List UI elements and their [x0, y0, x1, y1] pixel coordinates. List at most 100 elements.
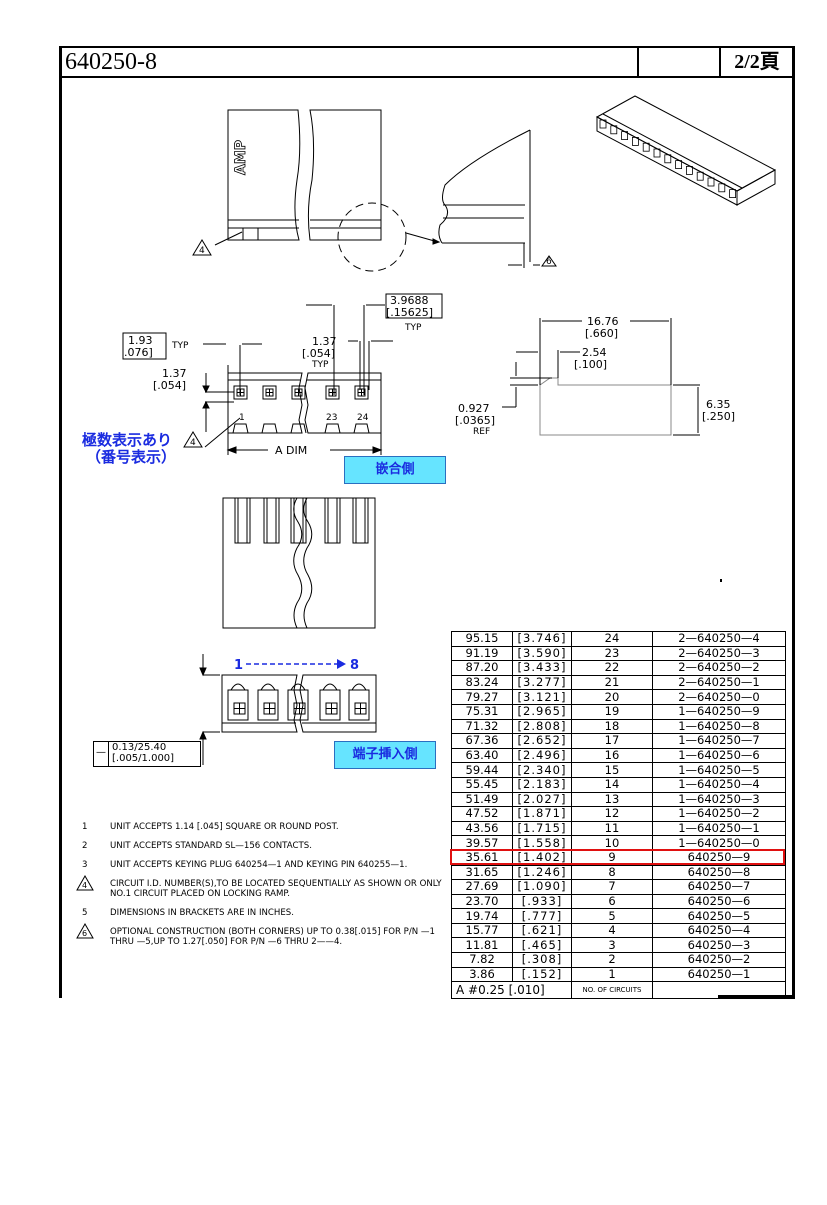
- length-mm: 16.76: [587, 315, 619, 328]
- isometric-view-drawing: [595, 95, 777, 206]
- part-number-cell: 640250—1: [652, 966, 786, 983]
- iso-cavity: [664, 154, 672, 164]
- dim-mm-cell: 71.32: [451, 718, 513, 735]
- note-text: OPTIONAL CONSTRUCTION (BOTH CORNERS) UP …: [110, 927, 435, 947]
- iso-cavity: [599, 119, 607, 129]
- frame-left-border: [59, 46, 62, 998]
- front-view-dimensions: 3.9688 [.15625] TYP 1.93 .076] TYP 1.37 …: [122, 293, 443, 457]
- circuit-count-cell: 10: [571, 835, 653, 851]
- iso-cavity: [718, 183, 726, 193]
- iso-cavity: [642, 142, 650, 152]
- note-number: 3: [82, 860, 88, 870]
- dim-inch-cell: [3.590]: [512, 645, 572, 662]
- circuit-count-cell: 15: [571, 762, 653, 778]
- title-block: 640250-8 2/2頁: [59, 46, 795, 78]
- dim-inch-cell: [2.965]: [512, 703, 572, 720]
- part-number-cell: 640250—9: [652, 849, 786, 866]
- circuit-count-cell: 9: [571, 849, 653, 866]
- flatness-tolerance-frame: — 0.13/25.40 [.005/1.000]: [93, 741, 201, 767]
- latch-tab: [290, 423, 307, 434]
- side-view-drawing: [502, 318, 700, 436]
- dim-mm-cell: 63.40: [451, 747, 513, 764]
- dim-inch-cell: [3.433]: [512, 660, 572, 676]
- circuit-count-cell: 1: [571, 966, 653, 983]
- part-number-cell: 1—640250—0: [652, 835, 786, 851]
- note-number: 1: [82, 822, 88, 832]
- part-number-cell: 640250—4: [652, 922, 786, 939]
- dim-inch-cell: [1.090]: [512, 879, 572, 895]
- circuit-label-24: 24: [357, 413, 369, 423]
- insert-cavity: [348, 689, 370, 721]
- circuit-count-cell: 7: [571, 879, 653, 895]
- latch-tab: [324, 423, 341, 434]
- circuit-number-label-line2: （番号表示）: [86, 448, 177, 466]
- dim-mm-cell: 35.61: [451, 849, 513, 866]
- note-ref-4-front: 4: [190, 438, 196, 448]
- dim-mm-cell: 7.82: [451, 952, 513, 968]
- sequence-end: 8: [350, 658, 359, 673]
- dim-inch-cell: [1.715]: [512, 820, 572, 837]
- dim-inch-cell: [.465]: [512, 937, 572, 954]
- frame-right-border: [792, 46, 795, 998]
- part-number-cell: 1—640250—2: [652, 806, 786, 822]
- part-number-cell: 640250—7: [652, 879, 786, 895]
- dim-inch-cell: [3.121]: [512, 689, 572, 705]
- circuit-label-23: 23: [326, 413, 337, 423]
- top-view-drawing: 4 6: [192, 109, 557, 272]
- circuit-count-cell: 2: [571, 952, 653, 968]
- dim-mm-cell: 47.52: [451, 806, 513, 822]
- mating-side-label: 嵌合側: [344, 456, 446, 484]
- sequence-start: 1: [234, 658, 243, 673]
- dim-mm-cell: 39.57: [451, 835, 513, 851]
- height-mm: 6.35: [706, 398, 731, 411]
- circuit-count-cell: 4: [571, 922, 653, 939]
- a-dim-label: A DIM: [275, 444, 307, 457]
- part-number-cell: 2—640250—3: [652, 645, 786, 662]
- latch-tab: [261, 423, 278, 434]
- circuit-count-cell: 20: [571, 689, 653, 705]
- circuit-count-cell: 16: [571, 747, 653, 764]
- dim-mm-cell: 87.20: [451, 660, 513, 676]
- iso-cavity: [610, 125, 618, 135]
- dim-inch-cell: [.308]: [512, 952, 572, 968]
- pitch-mm: 3.9688: [390, 294, 429, 307]
- iso-cavity: [653, 148, 661, 158]
- note-text: DIMENSIONS IN BRACKETS ARE IN INCHES.: [110, 908, 294, 918]
- insert-cavity: [257, 689, 279, 721]
- circuit-number-label: 極数表示あり （番号表示）: [82, 432, 176, 466]
- part-number-cell: 1—640250—7: [652, 733, 786, 749]
- svg-text:6: 6: [82, 929, 87, 938]
- front-view-drawing: 4: [183, 304, 393, 455]
- pin-size-mm: 1.37: [312, 335, 337, 348]
- insert-cavities: [227, 683, 370, 721]
- dim-inch-cell: [1.402]: [512, 849, 572, 866]
- iso-cavity: [696, 171, 704, 181]
- part-number-cell: 1—640250—9: [652, 703, 786, 720]
- part-number-cell: 1—640250—4: [652, 776, 786, 793]
- pin-height-mm: 1.37: [162, 367, 187, 380]
- dim-mm-cell: 15.77: [451, 922, 513, 939]
- contact-slot: [352, 497, 369, 544]
- sequence-labels: 1 8: [234, 658, 359, 673]
- dim-inch-cell: [2.496]: [512, 747, 572, 764]
- dim-inch-cell: [.152]: [512, 966, 572, 983]
- dim-mm-cell: 43.56: [451, 820, 513, 837]
- title-blank-cell: [639, 48, 721, 76]
- part-number-cell: 2—640250—4: [652, 631, 786, 647]
